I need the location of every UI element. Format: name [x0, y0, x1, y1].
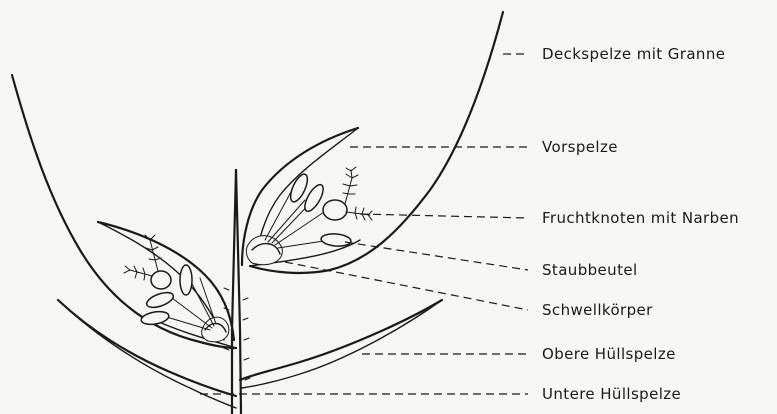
upper-floret-organs — [246, 167, 372, 265]
label-deckspelze: Deckspelze mit Granne — [542, 45, 725, 63]
upper-floret-lemma — [250, 12, 503, 273]
label-vorspelze: Vorspelze — [542, 138, 618, 156]
label-untere-huellspelze: Untere Hüllspelze — [542, 385, 681, 403]
lower-floret-lemma — [12, 75, 236, 348]
leader-lines — [200, 54, 528, 394]
label-fruchtknoten: Fruchtknoten mit Narben — [542, 209, 739, 227]
label-obere-huellspelze: Obere Hüllspelze — [542, 345, 676, 363]
label-schwellkoerper: Schwellkörper — [542, 301, 653, 319]
lower-floret-organs — [124, 235, 229, 342]
glumes — [58, 300, 442, 408]
leader-schwellkoerper — [285, 262, 528, 310]
label-staubbeutel: Staubbeutel — [542, 261, 638, 279]
leader-fruchtknoten — [360, 214, 528, 218]
leader-staubbeutel — [345, 242, 528, 270]
